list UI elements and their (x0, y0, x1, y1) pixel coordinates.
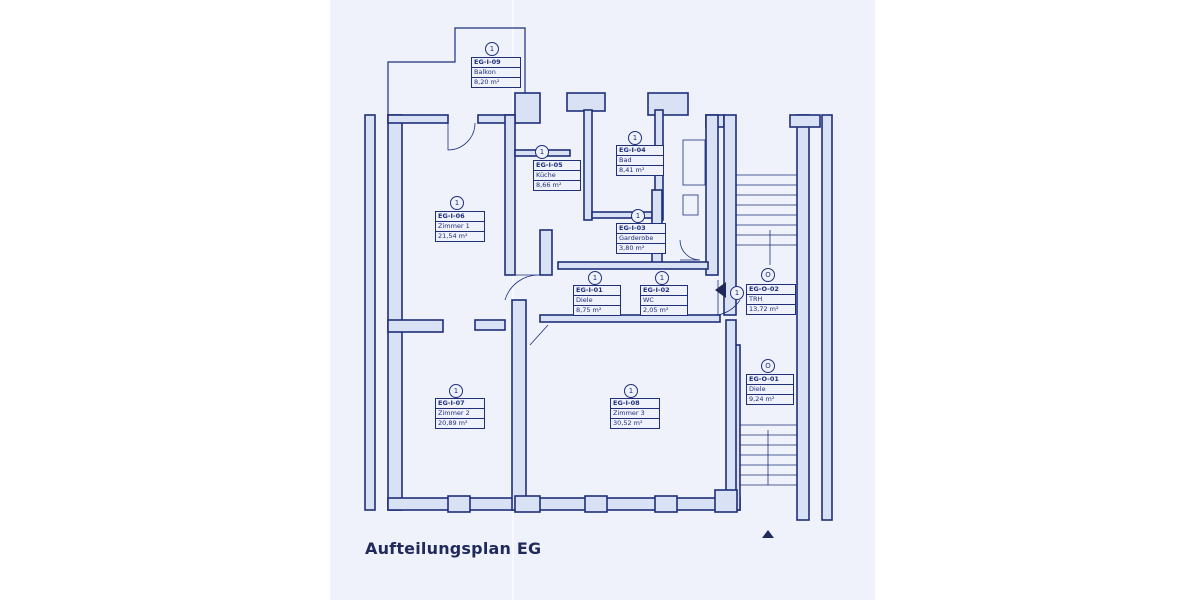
floor-marker-r002: O (761, 268, 775, 282)
room-name: Balkon (472, 68, 520, 78)
door-stair (717, 280, 741, 316)
wall-right-neighbor (821, 114, 833, 521)
wall-kitchen-bath (583, 109, 593, 221)
room-area: 8,20 m² (474, 78, 500, 86)
wall-top-left (387, 114, 449, 124)
room-name: Zimmer 3 (611, 409, 659, 419)
wall-left-neighbor (364, 114, 376, 511)
room-label-r102: EG-I-02 WC 2,05 m² (640, 285, 688, 316)
room-label-r107: EG-I-07 Zimmer 2 20,89 m² (435, 398, 485, 429)
wall-diele-left (539, 229, 553, 276)
room-area: 8,75 m² (576, 306, 602, 314)
room-label-r001: EG-O-01 Diele 9,24 m² (746, 374, 794, 405)
wall-zimmer2-right (511, 299, 527, 511)
door-balcony (447, 122, 476, 151)
room-name: TRH (747, 295, 795, 305)
pier-bottom-2 (514, 495, 541, 513)
room-label-r002: EG-O-02 TRH 13,72 m² (746, 284, 796, 315)
floor-marker-r108: 1 (624, 384, 638, 398)
room-label-r109: EG-I-09 Balkon 8,20 m² (471, 57, 521, 88)
north-marker-icon (762, 530, 774, 538)
pier-top-3 (647, 92, 689, 116)
wc-fixture (682, 194, 699, 216)
room-name: Diele (574, 296, 620, 306)
pier-bottom-1 (447, 495, 471, 513)
room-id: EG-I-01 (574, 286, 620, 296)
door-zimmer1 (504, 274, 541, 301)
room-label-r105: EG-I-05 Küche 8,66 m² (533, 160, 581, 191)
room-label-r108: EG-I-08 Zimmer 3 30,52 m² (610, 398, 660, 429)
floor-marker-r104: 1 (628, 131, 642, 145)
pier-top-1 (514, 92, 541, 124)
wall-zimmer1-bottom-b (474, 319, 506, 331)
room-label-r104: EG-I-04 Bad 8,41 m² (616, 145, 664, 176)
bathtub (682, 139, 706, 186)
stairs-lower (740, 424, 797, 486)
room-area: 8,41 m² (619, 166, 645, 174)
room-label-r101: EG-I-01 Diele 8,75 m² (573, 285, 621, 316)
room-area: 21,54 m² (438, 232, 468, 240)
wall-wc-right (705, 114, 719, 276)
room-area: 20,89 m² (438, 419, 468, 427)
wall-zimmer3-right (725, 319, 737, 511)
room-id: EG-I-07 (436, 399, 484, 409)
wall-diele-top (557, 261, 709, 270)
room-id: EG-O-02 (747, 285, 795, 295)
stairs-upper (736, 174, 797, 265)
door-wc (679, 239, 701, 261)
floor-marker-r105: 1 (535, 145, 549, 159)
pier-bottom-5 (714, 489, 738, 513)
room-name: Bad (617, 156, 663, 166)
wall-left-outer (387, 114, 403, 511)
room-area: 2,05 m² (643, 306, 669, 314)
room-id: EG-I-05 (534, 161, 580, 171)
plan-title: Aufteilungsplan EG (365, 539, 542, 558)
floor-marker-r103: 1 (631, 209, 645, 223)
wall-stair-right (796, 114, 810, 521)
wall-zimmer1-bottom-a (387, 319, 444, 333)
room-id: EG-O-01 (747, 375, 793, 385)
floor-marker-r107: 1 (449, 384, 463, 398)
room-id: EG-I-04 (617, 146, 663, 156)
room-name: Küche (534, 171, 580, 181)
door-zimmer3 (529, 324, 549, 346)
room-name: Diele (747, 385, 793, 395)
pier-top-5 (789, 114, 821, 128)
room-area: 13,72 m² (749, 305, 779, 313)
room-area: 3,80 m² (619, 244, 645, 252)
wall-bottom-outer (387, 497, 741, 511)
wall-zimmer1-right (504, 114, 516, 276)
room-id: EG-I-03 (617, 224, 665, 234)
room-name: Garderobe (617, 234, 665, 244)
room-id: EG-I-08 (611, 399, 659, 409)
room-name: Zimmer 2 (436, 409, 484, 419)
pier-bottom-4 (654, 495, 678, 513)
room-id: EG-I-09 (472, 58, 520, 68)
floor-marker-r106: 1 (450, 196, 464, 210)
balcony-outline (387, 27, 526, 115)
floor-marker-r109: 1 (485, 42, 499, 56)
entrance-marker: 1 (730, 286, 744, 300)
room-area: 30,52 m² (613, 419, 643, 427)
room-name: Zimmer 1 (436, 222, 484, 232)
room-label-r103: EG-I-03 Garderobe 3,80 m² (616, 223, 666, 254)
pier-top-2 (566, 92, 606, 112)
room-id: EG-I-06 (436, 212, 484, 222)
entrance-arrow-icon (715, 282, 726, 298)
floor-marker-r102: 1 (655, 271, 669, 285)
room-label-r106: EG-I-06 Zimmer 1 21,54 m² (435, 211, 485, 242)
room-area: 9,24 m² (749, 395, 775, 403)
room-id: EG-I-02 (641, 286, 687, 296)
room-name: WC (641, 296, 687, 306)
wall-diele-bottom (539, 314, 721, 323)
floor-marker-r101: 1 (588, 271, 602, 285)
room-area: 8,66 m² (536, 181, 562, 189)
pier-bottom-3 (584, 495, 608, 513)
floor-marker-r001: O (761, 359, 775, 373)
